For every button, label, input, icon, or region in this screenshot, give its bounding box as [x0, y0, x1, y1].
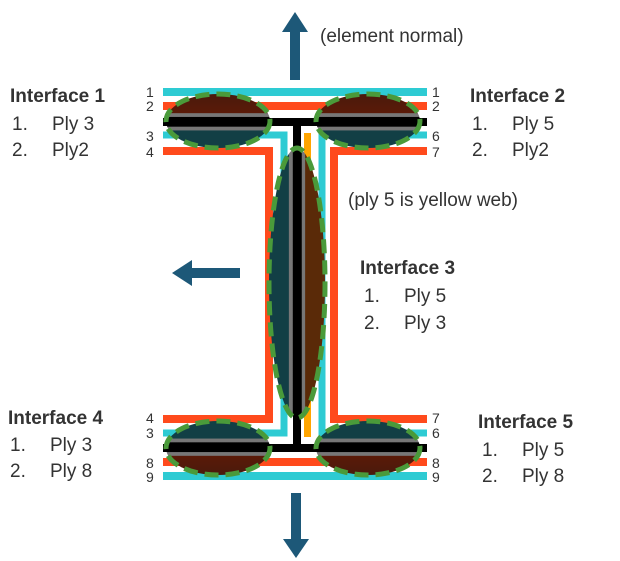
item-number: 2.: [472, 140, 488, 161]
ply-number: 2: [432, 98, 440, 114]
ply-number: 8: [146, 455, 154, 471]
list-item: 1. Ply 3: [10, 435, 92, 457]
list-item: 1. Ply 5: [472, 114, 554, 136]
item-text: Ply 5: [522, 440, 565, 461]
item-number: 2.: [482, 466, 498, 487]
arrow-up-icon: [282, 12, 308, 80]
list-item: 2. Ply 8: [10, 461, 92, 483]
element-normal-label: (element normal): [320, 26, 464, 47]
list-item: 1. Ply 3: [12, 114, 94, 136]
ply-8: [163, 458, 427, 466]
interface-title: Interface 2: [470, 86, 566, 107]
ply-number: 3: [146, 425, 154, 441]
ply-1-top: [163, 88, 427, 96]
item-number: 1.: [10, 435, 26, 456]
interface-3-ellipse: [266, 145, 328, 421]
list-item: 2. Ply 3: [364, 313, 446, 335]
ply-number: 9: [146, 469, 154, 485]
ply-7: [330, 147, 427, 423]
ply-9: [163, 472, 427, 480]
list-item: 1. Ply 5: [364, 286, 446, 308]
item-number: 1.: [12, 114, 28, 135]
ply-number: 7: [432, 144, 440, 160]
ply-number: 9: [432, 469, 440, 485]
arrow-left-icon: [172, 260, 240, 286]
web-note: (ply 5 is yellow web): [348, 190, 518, 211]
list-item: 2. Ply2: [12, 140, 89, 162]
interface-1-ellipse: [163, 91, 273, 151]
item-text: Ply2: [52, 140, 89, 161]
list-item: 2. Ply 8: [482, 466, 564, 488]
ply-number: 8: [432, 455, 440, 471]
ply-number: 4: [146, 410, 154, 426]
item-text: Ply 5: [512, 114, 555, 135]
item-text: Ply 3: [50, 435, 93, 456]
interface-2-ellipse: [313, 91, 423, 151]
item-number: 2.: [364, 313, 380, 334]
core-bottom: [163, 444, 427, 452]
ply-number: 6: [432, 128, 440, 144]
ply-number: 4: [146, 144, 154, 160]
interface-title: Interface 5: [478, 412, 574, 433]
item-text: Ply 8: [50, 461, 93, 482]
item-number: 2.: [12, 140, 28, 161]
interface-5-ellipse: [313, 418, 423, 478]
ply-number: 6: [432, 425, 440, 441]
list-item: 1. Ply 5: [482, 440, 564, 462]
item-number: 1.: [482, 440, 498, 461]
interface-title: Interface 1: [10, 86, 106, 107]
ply-number: 1: [146, 84, 154, 100]
ply-number: 1: [432, 84, 440, 100]
item-text: Ply 3: [404, 313, 447, 334]
item-text: Ply2: [512, 140, 549, 161]
item-text: Ply 8: [522, 466, 565, 487]
ply-4: [163, 147, 273, 423]
item-text: Ply 3: [52, 114, 95, 135]
ply-number: 7: [432, 410, 440, 426]
arrow-down-icon: [283, 493, 309, 558]
ply-2-top: [163, 102, 427, 110]
list-item: 2. Ply2: [472, 140, 549, 162]
interface-title: Interface 3: [360, 258, 456, 279]
item-text: Ply 5: [404, 286, 447, 307]
item-number: 2.: [10, 461, 26, 482]
item-number: 1.: [364, 286, 380, 307]
item-number: 1.: [472, 114, 488, 135]
interface-title: Interface 4: [8, 408, 104, 429]
ply-number: 3: [146, 128, 154, 144]
interface-4-ellipse: [163, 418, 273, 478]
ply-number: 2: [146, 98, 154, 114]
